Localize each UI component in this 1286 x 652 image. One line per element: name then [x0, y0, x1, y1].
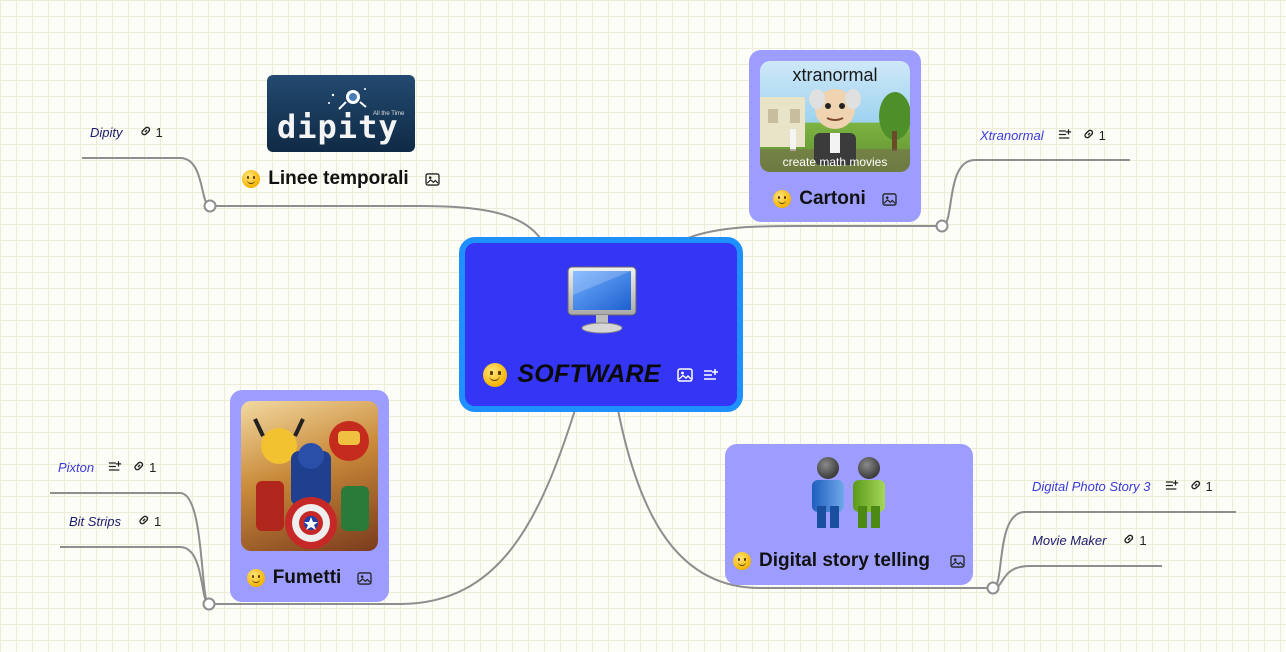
link-count: 1	[1098, 128, 1106, 143]
link-icon[interactable]	[1122, 532, 1136, 549]
link-count: 1	[155, 125, 163, 140]
people-icon	[808, 456, 892, 535]
central-title[interactable]: SOFTWARE	[517, 360, 661, 388]
image-icon[interactable]	[357, 571, 372, 585]
xtranormal-image: xtranormal create math movies	[760, 61, 910, 172]
link-count: 1	[149, 460, 157, 475]
topic-linee-title[interactable]: Linee temporali	[268, 168, 409, 189]
link-icon[interactable]	[1189, 478, 1203, 495]
notes-icon[interactable]	[1058, 128, 1072, 144]
leaf-bit-strips[interactable]: Bit Strips 1	[69, 513, 161, 530]
link-icon[interactable]	[139, 124, 153, 141]
connector-photostory	[992, 511, 1236, 589]
topic-cartoni[interactable]: xtranormal create math movies Cartoni	[749, 50, 921, 222]
monitor-icon	[566, 265, 638, 340]
central-node[interactable]: SOFTWARE	[459, 237, 743, 412]
smiley-icon	[246, 569, 265, 587]
link-count: 1	[1139, 533, 1147, 548]
leaf-dipity[interactable]: Dipity 1	[90, 124, 163, 141]
connector-xtranormal	[941, 159, 1130, 227]
collapse-handle-dst	[986, 581, 1000, 595]
leaf-pixton[interactable]: Pixton 1	[58, 459, 156, 476]
leaf-digital-photo-story[interactable]: Digital Photo Story 3 1	[1032, 478, 1213, 495]
connector-dipity	[82, 157, 211, 207]
image-icon[interactable]	[676, 367, 693, 382]
leaf-label[interactable]: Pixton	[58, 460, 95, 475]
topic-linee-temporali[interactable]: dipity All the Time Linee temporali	[236, 74, 446, 194]
notes-icon[interactable]	[1165, 479, 1179, 495]
comic-image	[241, 401, 378, 551]
smiley-icon	[732, 552, 751, 570]
leaf-label[interactable]: Movie Maker	[1032, 533, 1107, 548]
dipity-image: dipity All the Time	[267, 75, 415, 152]
connector-central-fumetti	[209, 409, 576, 605]
smiley-icon	[483, 362, 508, 387]
link-count: 1	[1205, 479, 1213, 494]
notes-icon[interactable]	[703, 368, 719, 382]
link-icon[interactable]	[132, 459, 146, 476]
collapse-handle-fumetti	[202, 597, 216, 611]
link-icon[interactable]	[137, 513, 151, 530]
topic-dst-title[interactable]: Digital story telling	[758, 550, 931, 571]
link-count: 1	[154, 514, 162, 529]
notes-icon[interactable]	[108, 460, 122, 476]
connector-central-linee	[210, 205, 541, 239]
image-icon[interactable]	[882, 192, 897, 206]
connector-moviemaker	[992, 565, 1162, 589]
image-icon[interactable]	[425, 172, 440, 186]
leaf-label[interactable]: Digital Photo Story 3	[1032, 479, 1151, 494]
collapse-handle-cartoni	[935, 219, 949, 233]
collapse-handle-linee	[203, 199, 217, 213]
link-icon[interactable]	[1082, 127, 1096, 144]
connector-central-dst	[617, 409, 993, 589]
smiley-icon	[242, 170, 261, 188]
leaf-label[interactable]: Xtranormal	[980, 128, 1044, 143]
topic-digital-story-telling[interactable]: Digital story telling	[725, 444, 973, 585]
smiley-icon	[773, 190, 792, 208]
leaf-movie-maker[interactable]: Movie Maker 1	[1032, 532, 1147, 549]
leaf-label[interactable]: Bit Strips	[69, 514, 122, 529]
image-icon[interactable]	[950, 554, 965, 568]
topic-fumetti-title[interactable]: Fumetti	[272, 567, 342, 588]
topic-cartoni-title[interactable]: Cartoni	[799, 188, 866, 209]
leaf-label[interactable]: Dipity	[90, 125, 123, 140]
connector-central-cartoni	[687, 225, 942, 239]
leaf-xtranormal[interactable]: Xtranormal 1	[980, 127, 1106, 144]
connector-bitstrips	[60, 546, 210, 605]
topic-fumetti[interactable]: Fumetti	[230, 390, 389, 602]
